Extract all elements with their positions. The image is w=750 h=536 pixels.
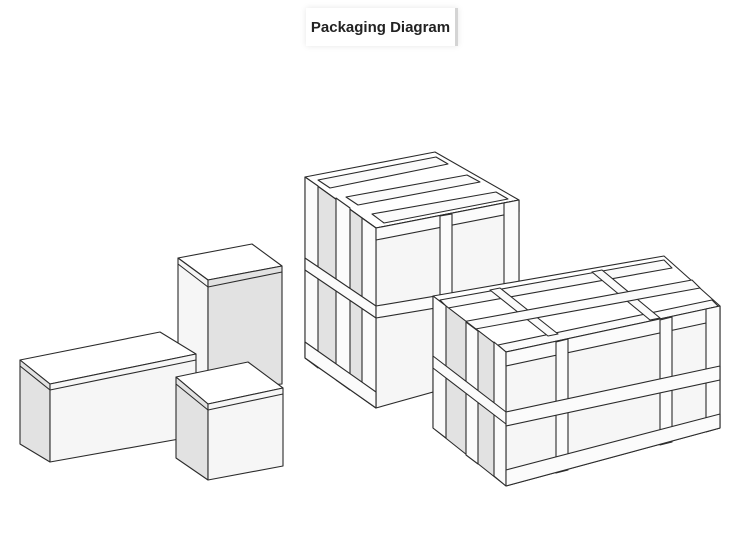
long-carton-box [19,331,197,463]
tall-wooden-crate [304,151,520,409]
long-wooden-crate [432,255,721,487]
diagram-title: Packaging Diagram [310,18,451,36]
tall-carton-box [177,243,283,391]
small-carton-box [175,361,284,481]
title-box: Packaging Diagram [306,8,458,46]
